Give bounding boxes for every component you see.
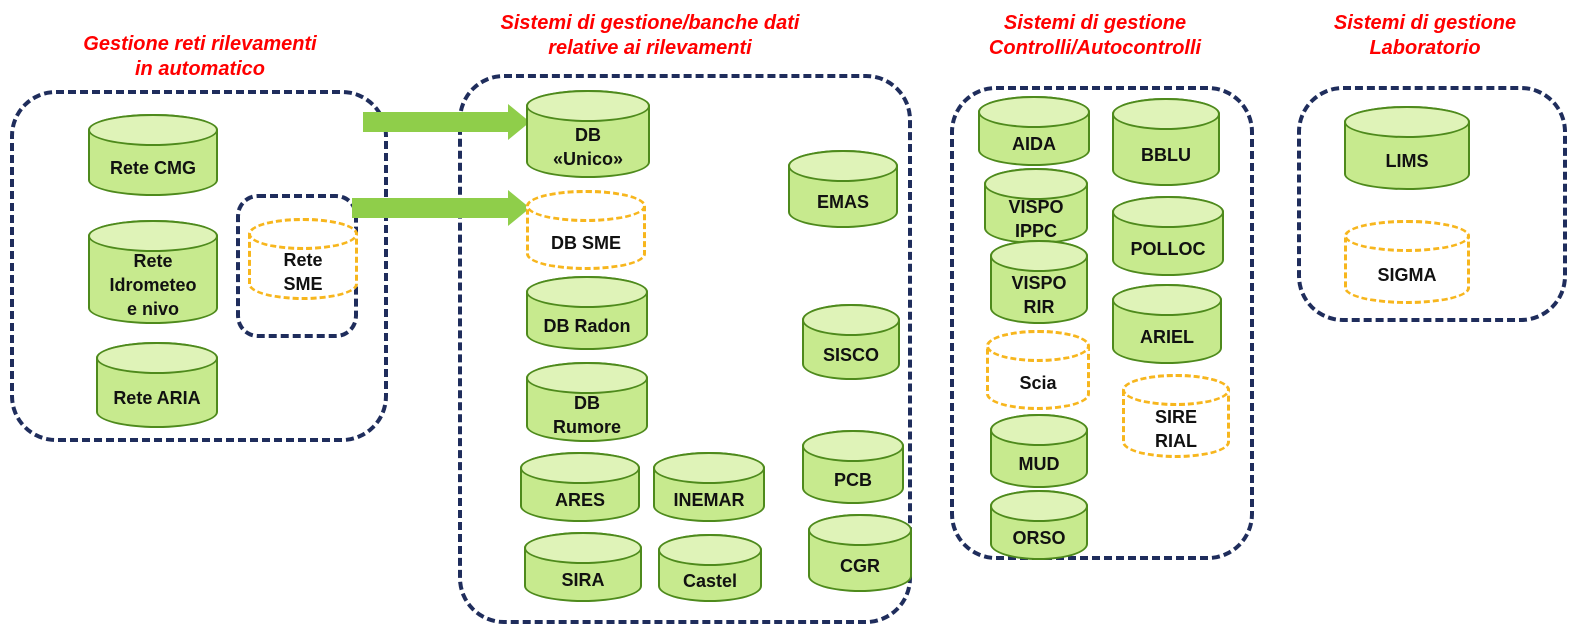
database-label: INEMAR <box>673 490 745 510</box>
database-label: Rete CMG <box>109 158 196 178</box>
database-bblu: BBLU <box>1112 98 1220 186</box>
group-title-databases: Sistemi di gestione/banche dati relative… <box>425 11 875 61</box>
database-label: BBLU <box>1141 145 1191 165</box>
database-ariel: ARIEL <box>1112 284 1222 364</box>
database-rete-idrometeo: Rete Idrometeo e nivo <box>88 220 218 324</box>
database-label: SIGMA <box>1377 265 1437 285</box>
database-label: DB Radon <box>543 316 631 336</box>
database-db-radon: DB Radon <box>526 276 648 350</box>
database-cgr: CGR <box>808 514 912 592</box>
database-label: DB «Unico» <box>552 125 624 169</box>
group-frame-laboratory <box>1297 86 1567 322</box>
database-aida: AIDA <box>978 96 1090 166</box>
database-label: SISCO <box>822 345 879 365</box>
database-label: PCB <box>833 470 872 490</box>
database-vispo-rir: VISPO RIR <box>990 240 1088 324</box>
database-lims: LIMS <box>1344 106 1470 190</box>
database-scia-planned: Scia <box>986 330 1090 410</box>
link-arrow-sme-to-db-sme <box>352 190 530 226</box>
database-castel: Castel <box>658 534 762 602</box>
group-title-controls: Sistemi di gestione Controlli/Autocontro… <box>930 11 1260 61</box>
group-frame-databases <box>458 74 912 624</box>
group-title-text: Sistemi di gestione Controlli/Autocontro… <box>988 12 1202 59</box>
group-frame-automatic-networks <box>10 90 388 442</box>
database-rete-aria: Rete ARIA <box>96 342 218 428</box>
link-arrow-cmg-to-db-unico <box>363 104 530 140</box>
database-label: Rete Idrometeo e nivo <box>109 251 197 319</box>
database-label: SIRE RIAL <box>1154 407 1197 451</box>
database-label: POLLOC <box>1130 239 1206 259</box>
database-db-rumore: DB Rumore <box>526 362 648 442</box>
database-label: LIMS <box>1385 151 1429 171</box>
group-title-text: Gestione reti rilevamenti in automatico <box>83 33 317 80</box>
database-db-unico: DB «Unico» <box>526 90 650 178</box>
database-sisco: SISCO <box>802 304 900 380</box>
database-mud: MUD <box>990 414 1088 488</box>
database-ares: ARES <box>520 452 640 522</box>
database-label: DB SME <box>550 233 621 253</box>
database-emas: EMAS <box>788 150 898 228</box>
database-label: Scia <box>1019 373 1057 393</box>
database-rete-sme-planned: Rete SME <box>248 218 358 300</box>
group-title-text: Sistemi di gestione Laboratorio <box>1333 12 1517 59</box>
group-frame-controls <box>950 86 1254 560</box>
database-label: EMAS <box>816 192 869 212</box>
database-inemar: INEMAR <box>653 452 765 522</box>
database-rete-cmg: Rete CMG <box>88 114 218 196</box>
database-label: AIDA <box>1012 134 1056 154</box>
database-orso: ORSO <box>990 490 1088 560</box>
database-label: Rete ARIA <box>113 388 201 408</box>
database-label: ARES <box>554 490 605 510</box>
database-label: ARIEL <box>1140 327 1194 347</box>
database-label: CGR <box>840 556 880 576</box>
database-label: DB Rumore <box>552 393 621 437</box>
database-sigma-planned: SIGMA <box>1344 220 1470 304</box>
database-pcb: PCB <box>802 430 904 504</box>
database-db-sme-planned: DB SME <box>526 190 646 270</box>
database-polloc: POLLOC <box>1112 196 1224 276</box>
group-title-automatic-networks: Gestione reti rilevamenti in automatico <box>10 32 390 82</box>
database-label: VISPO IPPC <box>1008 197 1064 241</box>
database-label: MUD <box>1018 454 1060 474</box>
database-label: VISPO RIR <box>1011 273 1067 317</box>
group-title-laboratory: Sistemi di gestione Laboratorio <box>1290 11 1560 61</box>
database-label: Castel <box>682 571 738 591</box>
database-label: Rete SME <box>283 250 323 294</box>
database-sire-rial-planned: SIRE RIAL <box>1122 374 1230 458</box>
database-vispo-ippc: VISPO IPPC <box>984 168 1088 244</box>
database-sira: SIRA <box>524 532 642 602</box>
database-label: SIRA <box>561 570 605 590</box>
database-label: ORSO <box>1012 528 1066 548</box>
group-title-text: Sistemi di gestione/banche dati relative… <box>500 12 800 59</box>
